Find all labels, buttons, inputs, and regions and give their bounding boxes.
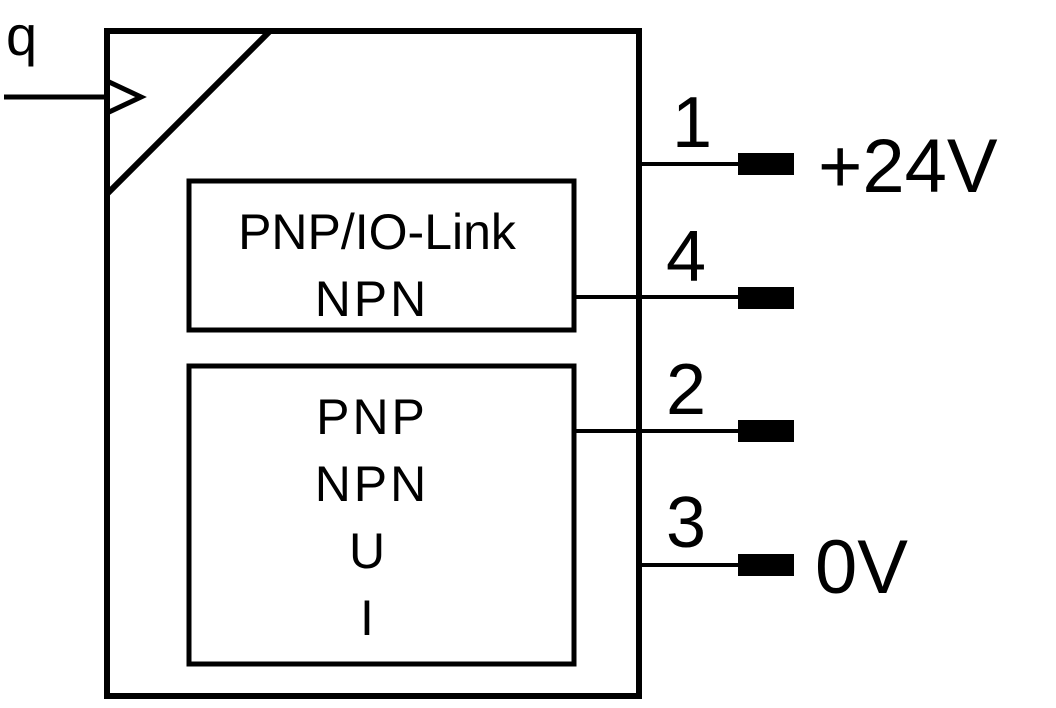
pin-4-terminal (738, 287, 794, 309)
pin-4-number: 4 (666, 217, 706, 297)
pin-3-signal: 0V (815, 525, 908, 610)
pin-2-terminal (738, 420, 794, 442)
sensor-diagonal (104, 28, 273, 197)
output-block-1 (186, 178, 577, 333)
input-label: q (6, 4, 37, 67)
output-block-2-line-3: U (349, 523, 385, 579)
pin-3-number: 3 (666, 483, 706, 563)
input-arrow-icon (105, 78, 147, 116)
output-block-2 (186, 363, 577, 667)
pin-3-terminal (738, 554, 794, 576)
device-housing (104, 28, 642, 699)
output-block-2-line-1: PNP (316, 389, 428, 445)
output-block-2-line-4: I (360, 590, 374, 646)
pin-1-signal: +24V (818, 124, 998, 209)
pin-1-terminal (738, 153, 794, 175)
pin-2-number: 2 (666, 350, 706, 430)
output-block-1-line-2: NPN (315, 271, 430, 327)
output-block-2-line-2: NPN (315, 456, 430, 512)
pin-1-number: 1 (672, 83, 712, 163)
output-block-1-line-1: PNP/IO-Link (238, 204, 517, 260)
